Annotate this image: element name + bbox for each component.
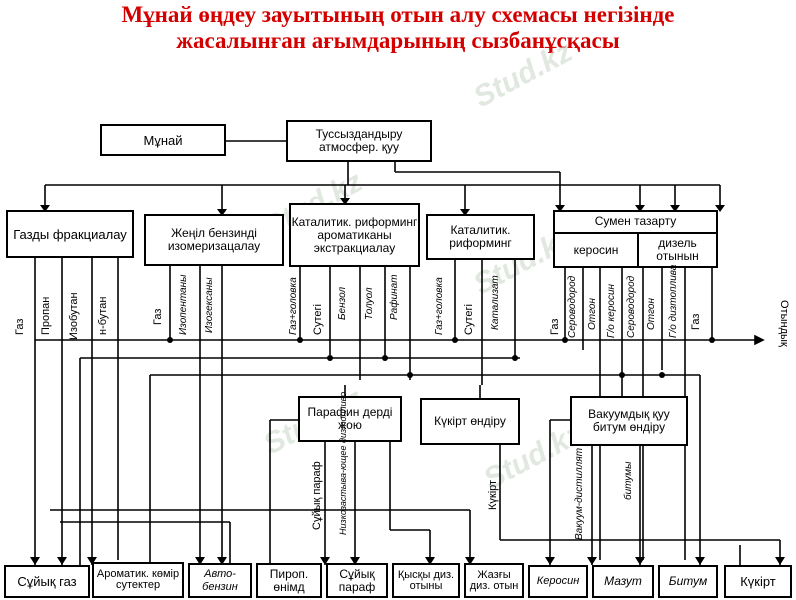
hydrotreating-box: Сумен тазарту керосин дизель отынын bbox=[553, 210, 718, 268]
stream-label: Газ bbox=[690, 313, 702, 330]
stream-label: Рафинат bbox=[389, 274, 400, 320]
stream-label: Бензол bbox=[337, 286, 348, 320]
stream-label-fuel-oil: Отындық bbox=[778, 300, 790, 347]
product-winter-diesel: Қысқы диз. отыны bbox=[392, 563, 460, 598]
page-title: Мұнай өңдеу зауытының отын алу схемасы н… bbox=[0, 2, 796, 54]
product-liquid-paraffin: Сұйық параф bbox=[326, 563, 388, 598]
hydrotreating-diesel: дизель отынын bbox=[637, 232, 716, 266]
product-kerosene: Керосин bbox=[528, 565, 588, 598]
stream-label: Сероводород bbox=[567, 275, 578, 338]
stream-label: Г/о дизтоплива bbox=[668, 264, 679, 338]
stream-label: битумы bbox=[623, 461, 634, 500]
stream-label: Күкірт bbox=[487, 479, 499, 510]
stream-label: Отгон bbox=[587, 298, 598, 330]
catalytic-reforming-box: Каталитик. риформинг bbox=[426, 214, 535, 260]
isomerization-box: Жеңіл бензинді изомеризацалау bbox=[144, 214, 284, 266]
stream-label: Сұйық параф bbox=[311, 461, 323, 530]
stream-label: Катализат bbox=[490, 275, 501, 330]
vacuum-bitumen-box: Вакуумдық қуу битум өндіру bbox=[570, 396, 688, 446]
stream-label: Пропан bbox=[40, 296, 52, 335]
catalytic-reforming-aromatics-box: Каталитик. риформинг ароматиканы экстрак… bbox=[289, 203, 420, 267]
crude-oil-box: Мұнай bbox=[100, 124, 226, 156]
stream-label: Газ+головка bbox=[288, 277, 299, 335]
stream-label: Изобутан bbox=[68, 292, 80, 340]
stream-label: Газ bbox=[549, 318, 561, 335]
product-sulfur: Күкірт bbox=[724, 565, 792, 598]
sulfur-production-box: Күкірт өндіру bbox=[420, 398, 520, 445]
product-aromatic-hydrocarbons: Ароматик. көмір сутектер bbox=[92, 562, 184, 598]
title-line-2: жасалынған ағымдарының сызбанұсқасы bbox=[176, 28, 620, 53]
title-line-1: Мұнай өңдеу зауытының отын алу схемасы н… bbox=[121, 2, 675, 27]
product-bitumen: Битум bbox=[658, 565, 718, 598]
product-fuel-oil: Мазут bbox=[592, 565, 654, 598]
product-pyrolysis: Пироп. өнімд bbox=[256, 563, 322, 598]
stream-label: Изогексаны bbox=[204, 277, 215, 333]
stream-label: Вакуум-дистиллят bbox=[574, 447, 585, 540]
stream-label: Газ bbox=[152, 308, 164, 325]
stream-label: н-бутан bbox=[97, 296, 109, 335]
hydrotreating-kerosene: керосин bbox=[555, 232, 637, 266]
stream-label: Изопентаны bbox=[178, 274, 189, 335]
stream-label: Сероводород bbox=[626, 275, 637, 338]
stream-label: Толуол bbox=[364, 287, 375, 320]
stream-label: Отгон bbox=[646, 298, 657, 330]
stream-label: Сутегі bbox=[312, 304, 324, 335]
desalting-distillation-box: Туссыздандыру атмосфер. қуу bbox=[286, 120, 432, 162]
gas-fractionation-box: Газды фракциалау bbox=[6, 210, 134, 258]
product-summer-diesel: Жазғы диз. отын bbox=[464, 563, 524, 598]
product-liquid-gas: Сұйық газ bbox=[4, 565, 90, 598]
paraffin-removal-box: Парафин дерді жою bbox=[298, 396, 402, 442]
stream-label: Низкозастыва-ющее дизтопливо bbox=[338, 391, 348, 535]
stream-label: Г/о керосин bbox=[606, 283, 617, 338]
hydrotreating-title: Сумен тазарту bbox=[594, 213, 677, 228]
product-auto-gasoline: Авто-бензин bbox=[188, 563, 252, 598]
stream-label: Газ bbox=[14, 318, 26, 335]
stream-label: Сутегі bbox=[463, 304, 475, 335]
stream-label: Газ+головка bbox=[434, 277, 445, 335]
